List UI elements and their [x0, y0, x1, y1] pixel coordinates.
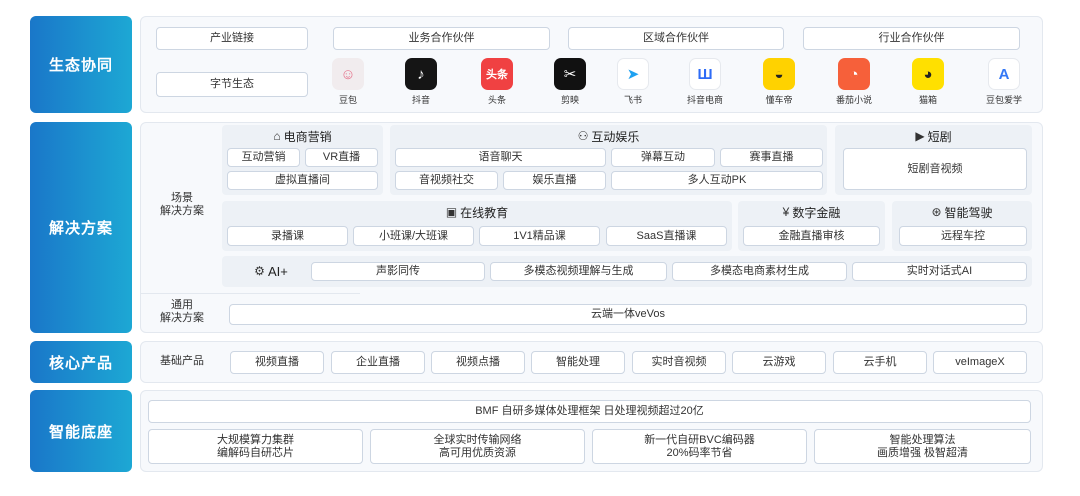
app-item: Ш 抖音电商 [675, 58, 735, 106]
app-item: ➤ 飞书 [603, 58, 663, 106]
education-item: SaaS直播课 [606, 226, 727, 246]
douyin-icon: ♪ [405, 58, 437, 90]
core-item: 云游戏 [732, 351, 826, 374]
ai-item: 多模态电商素材生成 [672, 262, 847, 281]
core-item: 视频直播 [230, 351, 324, 374]
doubao-icon: ☺ [332, 58, 364, 90]
short-drama-item: 短剧音视频 [843, 148, 1027, 190]
ai-item: 声影同传 [311, 262, 485, 281]
section-core: 核心产品 [30, 341, 132, 383]
ai-item: 实时对话式AI [852, 262, 1027, 281]
monitor-icon: ▣ [445, 205, 458, 219]
core-item: 视频点播 [431, 351, 525, 374]
feishu-icon: ➤ [617, 58, 649, 90]
dongchedi-icon: ◒ [763, 58, 795, 90]
app-name: 豆包 [338, 95, 357, 105]
base-item: 大规模算力集群编解码自研芯片 [148, 429, 363, 464]
finance-title: ¥数字金融 [782, 205, 841, 220]
app-item: ◕ 猫箱 [898, 58, 958, 106]
jianying-icon: ✂ [554, 58, 586, 90]
ecommerce-item: 虚拟直播间 [227, 171, 378, 190]
entertainment-item: 音视频社交 [395, 171, 498, 190]
toutiao-icon: 头条 [481, 58, 513, 90]
finance-item: 金融直播审核 [743, 226, 880, 246]
app-item: ◒ 懂车帝 [749, 58, 809, 106]
core-item: 企业直播 [331, 351, 425, 374]
app-name: 懂车帝 [765, 95, 793, 105]
core-label: 基础产品 [160, 355, 204, 367]
app-name: 头条 [487, 95, 506, 105]
divider [140, 293, 360, 294]
core-item: 云手机 [833, 351, 927, 374]
partner-regional: 区域合作伙伴 [568, 27, 784, 50]
partner-industry: 行业合作伙伴 [803, 27, 1020, 50]
driving-item: 远程车控 [899, 226, 1027, 246]
core-item: veImageX [933, 351, 1027, 374]
section-ecosystem: 生态协同 [30, 16, 132, 113]
play-icon: ▶ [915, 129, 925, 143]
app-item: ◔ 番茄小说 [824, 58, 884, 106]
core-item: 实时音视频 [632, 351, 726, 374]
app-item: ☺ 豆包 [318, 58, 378, 106]
steering-wheel-icon: ⊛ [931, 205, 942, 219]
entertainment-item: 语音聊天 [395, 148, 606, 167]
general-solution: 云端一体veVos [229, 304, 1027, 325]
entertainment-title: ⚇互动娱乐 [577, 129, 640, 144]
entertainment-item: 多人互动PK [611, 171, 823, 190]
ai-title: ⚙AI+ [254, 263, 288, 279]
bytedance-box: 字节生态 [156, 72, 308, 97]
base-item: 全球实时传输网络高可用优质资源 [370, 429, 585, 464]
ai-icon: ⚙ [254, 264, 265, 278]
app-name: 猫箱 [918, 95, 937, 105]
shopping-bag-icon: ⌂ [273, 129, 281, 143]
yen-icon: ¥ [782, 205, 790, 219]
fanqie-icon: ◔ [838, 58, 870, 90]
doubao-aixue-icon: A [988, 58, 1020, 90]
app-name: 抖音 [411, 95, 430, 105]
ai-item: 多模态视频理解与生成 [490, 262, 667, 281]
app-item: ♪ 抖音 [391, 58, 451, 106]
douyin-ecommerce-icon: Ш [689, 58, 721, 90]
app-name: 剪映 [560, 95, 579, 105]
general-solutions-label: 通用 解决方案 [160, 299, 204, 324]
core-item: 智能处理 [531, 351, 625, 374]
entertainment-item: 弹幕互动 [611, 148, 715, 167]
ecommerce-item: 互动营销 [227, 148, 300, 167]
education-item: 1V1精品课 [479, 226, 600, 246]
section-base: 智能底座 [30, 390, 132, 472]
driving-title: ⊛智能驾驶 [931, 205, 993, 220]
app-name: 番茄小说 [835, 95, 872, 105]
scene-solutions-label: 场景 解决方案 [160, 192, 204, 217]
partner-business: 业务合作伙伴 [333, 27, 550, 50]
education-title: ▣在线教育 [445, 205, 509, 220]
education-item: 录播课 [227, 226, 348, 246]
app-item: A 豆包爱学 [974, 58, 1034, 106]
app-item: 头条头条 [467, 58, 527, 106]
entertainment-item: 娱乐直播 [503, 171, 606, 190]
bmf-framework: BMF 自研多媒体处理框架 日处理视频超过20亿 [148, 400, 1031, 423]
app-name: 飞书 [623, 95, 642, 105]
ecommerce-item: VR直播 [305, 148, 378, 167]
app-item: ✂ 剪映 [540, 58, 600, 106]
base-item: 智能处理算法画质增强 极智超清 [814, 429, 1031, 464]
app-name: 豆包爱学 [985, 95, 1022, 105]
short-drama-title: ▶短剧 [915, 129, 952, 144]
education-item: 小班课/大班课 [353, 226, 474, 246]
app-name: 抖音电商 [686, 95, 723, 105]
game-icon: ⚇ [577, 129, 589, 143]
maoxiang-icon: ◕ [912, 58, 944, 90]
ecommerce-title: ⌂电商营销 [273, 129, 332, 144]
industry-link-box: 产业链接 [156, 27, 308, 50]
section-solutions: 解决方案 [30, 122, 132, 333]
entertainment-item: 赛事直播 [720, 148, 823, 167]
